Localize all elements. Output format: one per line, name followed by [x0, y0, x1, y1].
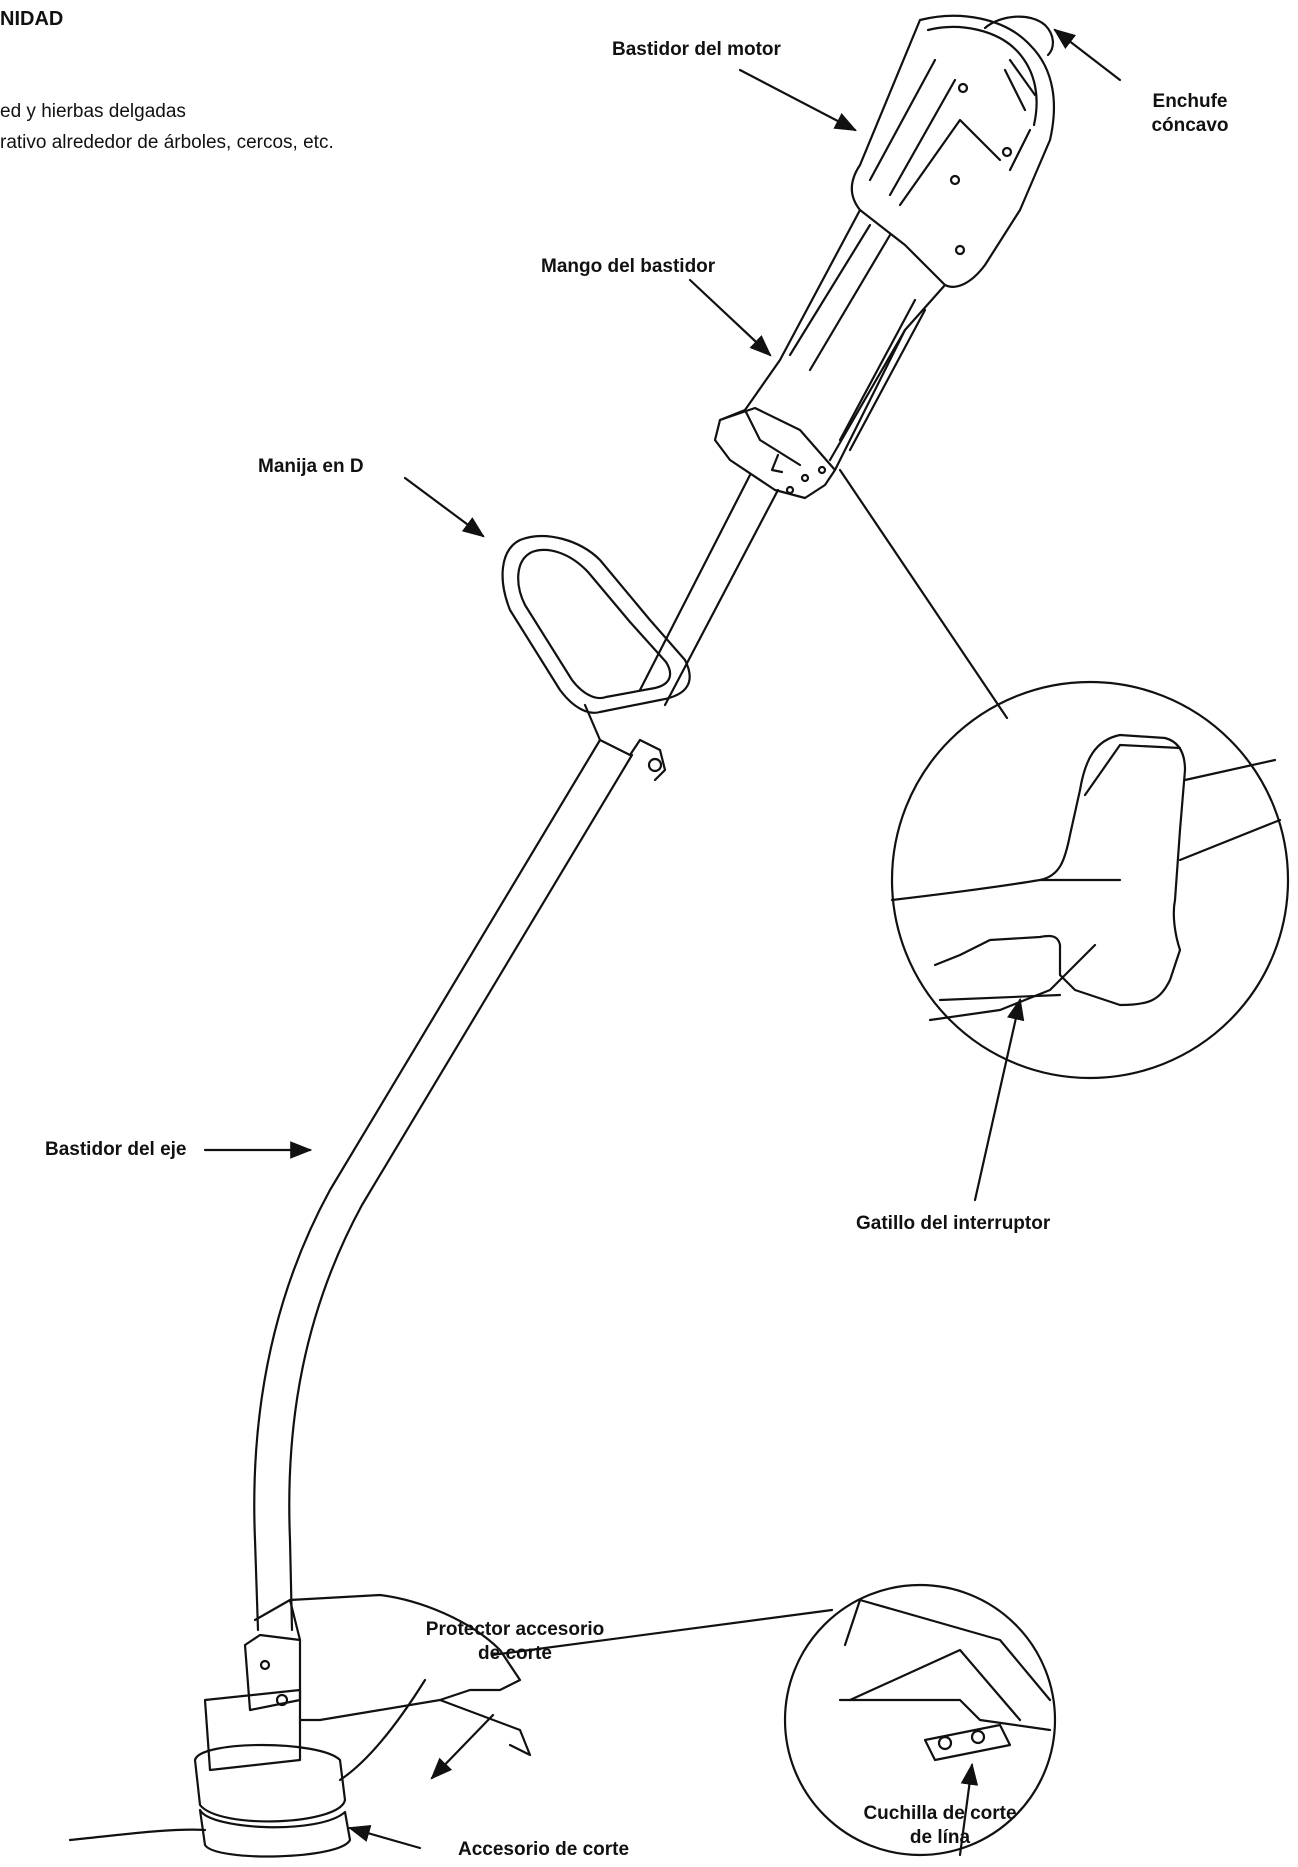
cutting-head-drawing	[68, 1593, 532, 1858]
d-handle-drawing	[501, 535, 691, 782]
arrow-d-handle	[403, 476, 485, 538]
motor-housing-drawing	[713, 14, 1055, 500]
arrow-motor-housing	[738, 68, 857, 132]
arrow-guard	[430, 1713, 495, 1780]
label-d-handle: Manija en D	[258, 456, 364, 477]
blade-detail-drawing	[783, 1583, 1057, 1857]
label-receptacle: Enchufe cóncavo	[1151, 91, 1229, 136]
switch-detail-connector	[838, 468, 1009, 720]
switch-detail-drawing	[890, 680, 1290, 1080]
label-switch-trigger: Gatillo del interruptor	[856, 1213, 1051, 1234]
use-item: ed y hierbas delgadas	[0, 101, 186, 122]
use-item: rativo alrededor de árboles, cercos, etc…	[0, 132, 334, 153]
label-guard: Protector accesorio de corte	[425, 1619, 605, 1664]
shaft-drawing	[253, 473, 780, 1632]
label-motor-housing: Bastidor del motor	[612, 39, 781, 60]
arrow-switch-trigger	[973, 997, 1025, 1202]
arrow-cutting-attachment	[347, 1824, 422, 1850]
blade-detail-connector	[490, 1608, 834, 1657]
label-shaft-housing: Bastidor del eje	[45, 1139, 187, 1160]
arrow-line-blade	[958, 1762, 979, 1857]
arrow-housing-handle	[688, 278, 772, 357]
section-title: NIDAD	[0, 8, 64, 30]
uses-list: ed y hierbas delgadas rativo alrededor d…	[0, 96, 334, 158]
label-line-blade: Cuchilla de corte de lína	[863, 1803, 1017, 1848]
label-cutting-attachment: Accesorio de corte	[458, 1839, 630, 1860]
label-housing-handle: Mango del bastidor	[541, 256, 716, 277]
arrow-receptacle	[1053, 28, 1122, 82]
